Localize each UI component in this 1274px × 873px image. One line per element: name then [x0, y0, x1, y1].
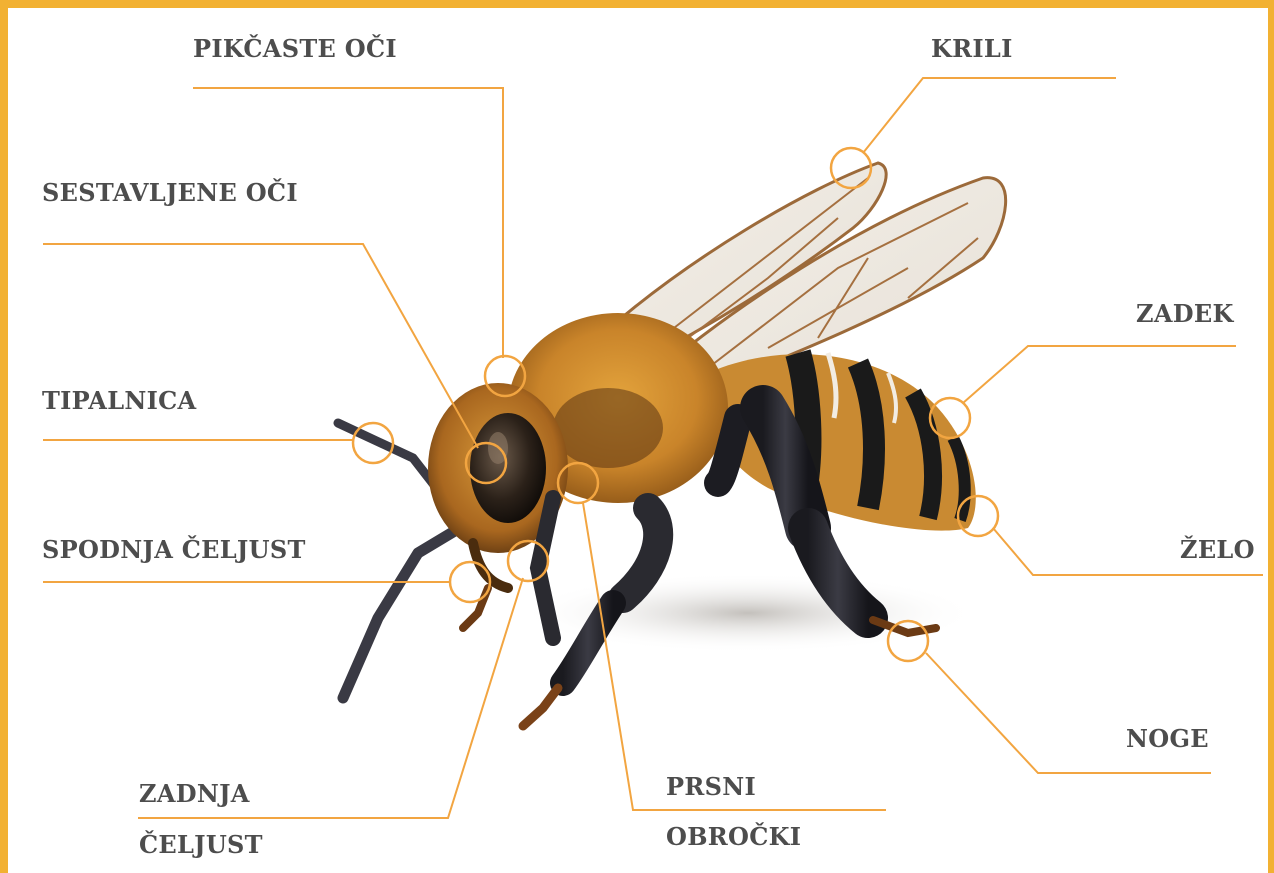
leader-zadek	[963, 346, 1236, 403]
label-sestavljene-oci: SESTAVLJENE OČI	[42, 178, 298, 207]
leader-pikcaste-oci	[193, 88, 503, 358]
label-pikcaste-oci: PIKČASTE OČI	[193, 34, 397, 63]
leader-prsni-obrocki	[583, 503, 886, 810]
label-zadek: ZADEK	[1136, 299, 1234, 328]
label-krili: KRILI	[931, 34, 1013, 63]
label-tipalnica: TIPALNICA	[42, 386, 196, 415]
label-zadnja-celjust-line2: ČELJUST	[139, 830, 263, 859]
leader-krili	[863, 78, 1116, 153]
label-zadnja-celjust-line1: ZADNJA	[139, 779, 250, 808]
bee-diagram	[8, 8, 1274, 873]
label-prsni-obrocki-line1: PRSNI	[666, 772, 756, 801]
label-prsni-obrocki-line2: OBROČKI	[666, 822, 801, 851]
leader-sestavljene-oci	[43, 244, 478, 448]
label-zelo: ŽELO	[1180, 535, 1255, 564]
callout-spodnja-celjust	[450, 562, 490, 602]
label-noge: NOGE	[1126, 724, 1209, 753]
label-spodnja-celjust: SPODNJA ČELJUST	[42, 535, 306, 564]
leader-noge	[926, 653, 1211, 773]
